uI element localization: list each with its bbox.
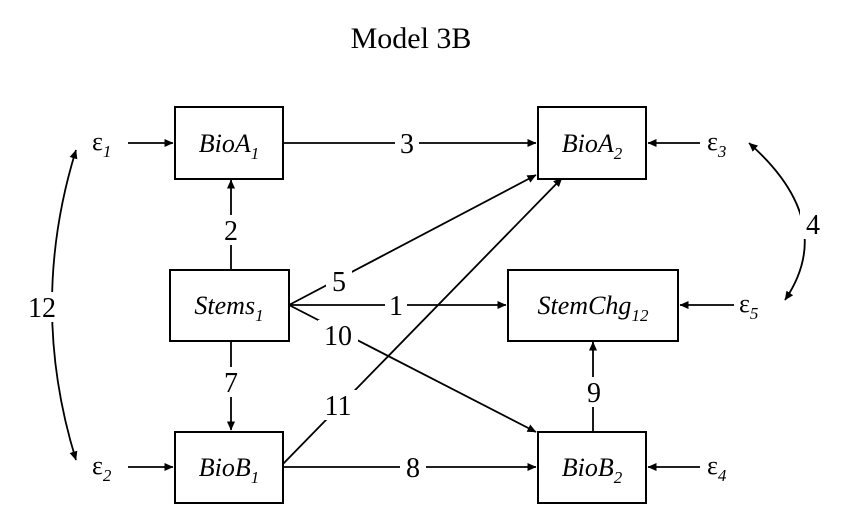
node-stems1: Stems1 — [169, 269, 290, 342]
node-bioa1-label: BioA — [199, 129, 251, 158]
svg-text:3: 3 — [400, 129, 414, 160]
node-stemchg12-subscript: 12 — [631, 306, 649, 325]
path-label-3: 3 — [395, 128, 419, 160]
node-bioa2: BioA2 — [537, 106, 647, 180]
error-e4: ε4 — [707, 451, 727, 485]
svg-text:2: 2 — [224, 216, 238, 247]
path-label-4: 4 — [800, 209, 826, 241]
svg-text:Stems1: Stems1 — [194, 291, 263, 325]
svg-text:1: 1 — [389, 291, 403, 322]
node-biob2: BioB2 — [537, 431, 647, 504]
path-label-5: 5 — [326, 266, 352, 298]
error-e2: ε2 — [92, 451, 112, 485]
path-label-8: 8 — [400, 452, 426, 484]
node-biob2-subscript: 2 — [614, 468, 623, 487]
svg-text:BioB1: BioB1 — [199, 453, 260, 487]
path-label-7: 7 — [218, 367, 244, 399]
diagram-title: Model 3B — [351, 22, 472, 55]
node-stems1-label: Stems — [194, 291, 255, 320]
svg-text:12: 12 — [28, 293, 56, 324]
covariance-e3-e5 — [748, 142, 806, 301]
svg-text:StemChg12: StemChg12 — [538, 291, 649, 325]
svg-text:7: 7 — [224, 368, 238, 399]
path-label-11: 11 — [318, 390, 358, 422]
node-biob1-label: BioB — [199, 453, 251, 482]
path-label-1: 1 — [385, 290, 407, 322]
node-stemchg12-label: StemChg — [538, 291, 632, 320]
node-biob1: BioB1 — [174, 431, 284, 504]
node-stems1-subscript: 1 — [255, 306, 264, 325]
svg-text:BioA1: BioA1 — [199, 129, 260, 163]
svg-text:9: 9 — [587, 378, 601, 409]
error-e3: ε3 — [707, 127, 726, 161]
error-e1: ε1 — [92, 127, 111, 161]
node-bioa1: BioA1 — [174, 106, 284, 180]
node-stemchg12: StemChg12 — [507, 269, 679, 342]
svg-text:10: 10 — [324, 321, 352, 352]
svg-text:11: 11 — [325, 391, 352, 422]
svg-text:4: 4 — [806, 210, 820, 241]
path-label-9: 9 — [581, 377, 607, 409]
svg-text:5: 5 — [332, 267, 346, 298]
node-bioa2-label: BioA — [562, 129, 614, 158]
path-label-10: 10 — [318, 320, 358, 352]
node-biob1-subscript: 1 — [251, 468, 260, 487]
node-bioa1-subscript: 1 — [251, 144, 260, 163]
path-label-2: 2 — [218, 215, 244, 247]
node-bioa2-subscript: 2 — [614, 144, 623, 163]
node-biob2-label: BioB — [562, 453, 614, 482]
path-label-12: 12 — [22, 292, 62, 324]
error-e5: ε5 — [739, 289, 758, 323]
svg-text:BioA2: BioA2 — [562, 129, 623, 163]
svg-text:8: 8 — [406, 453, 420, 484]
svg-text:BioB2: BioB2 — [562, 453, 623, 487]
